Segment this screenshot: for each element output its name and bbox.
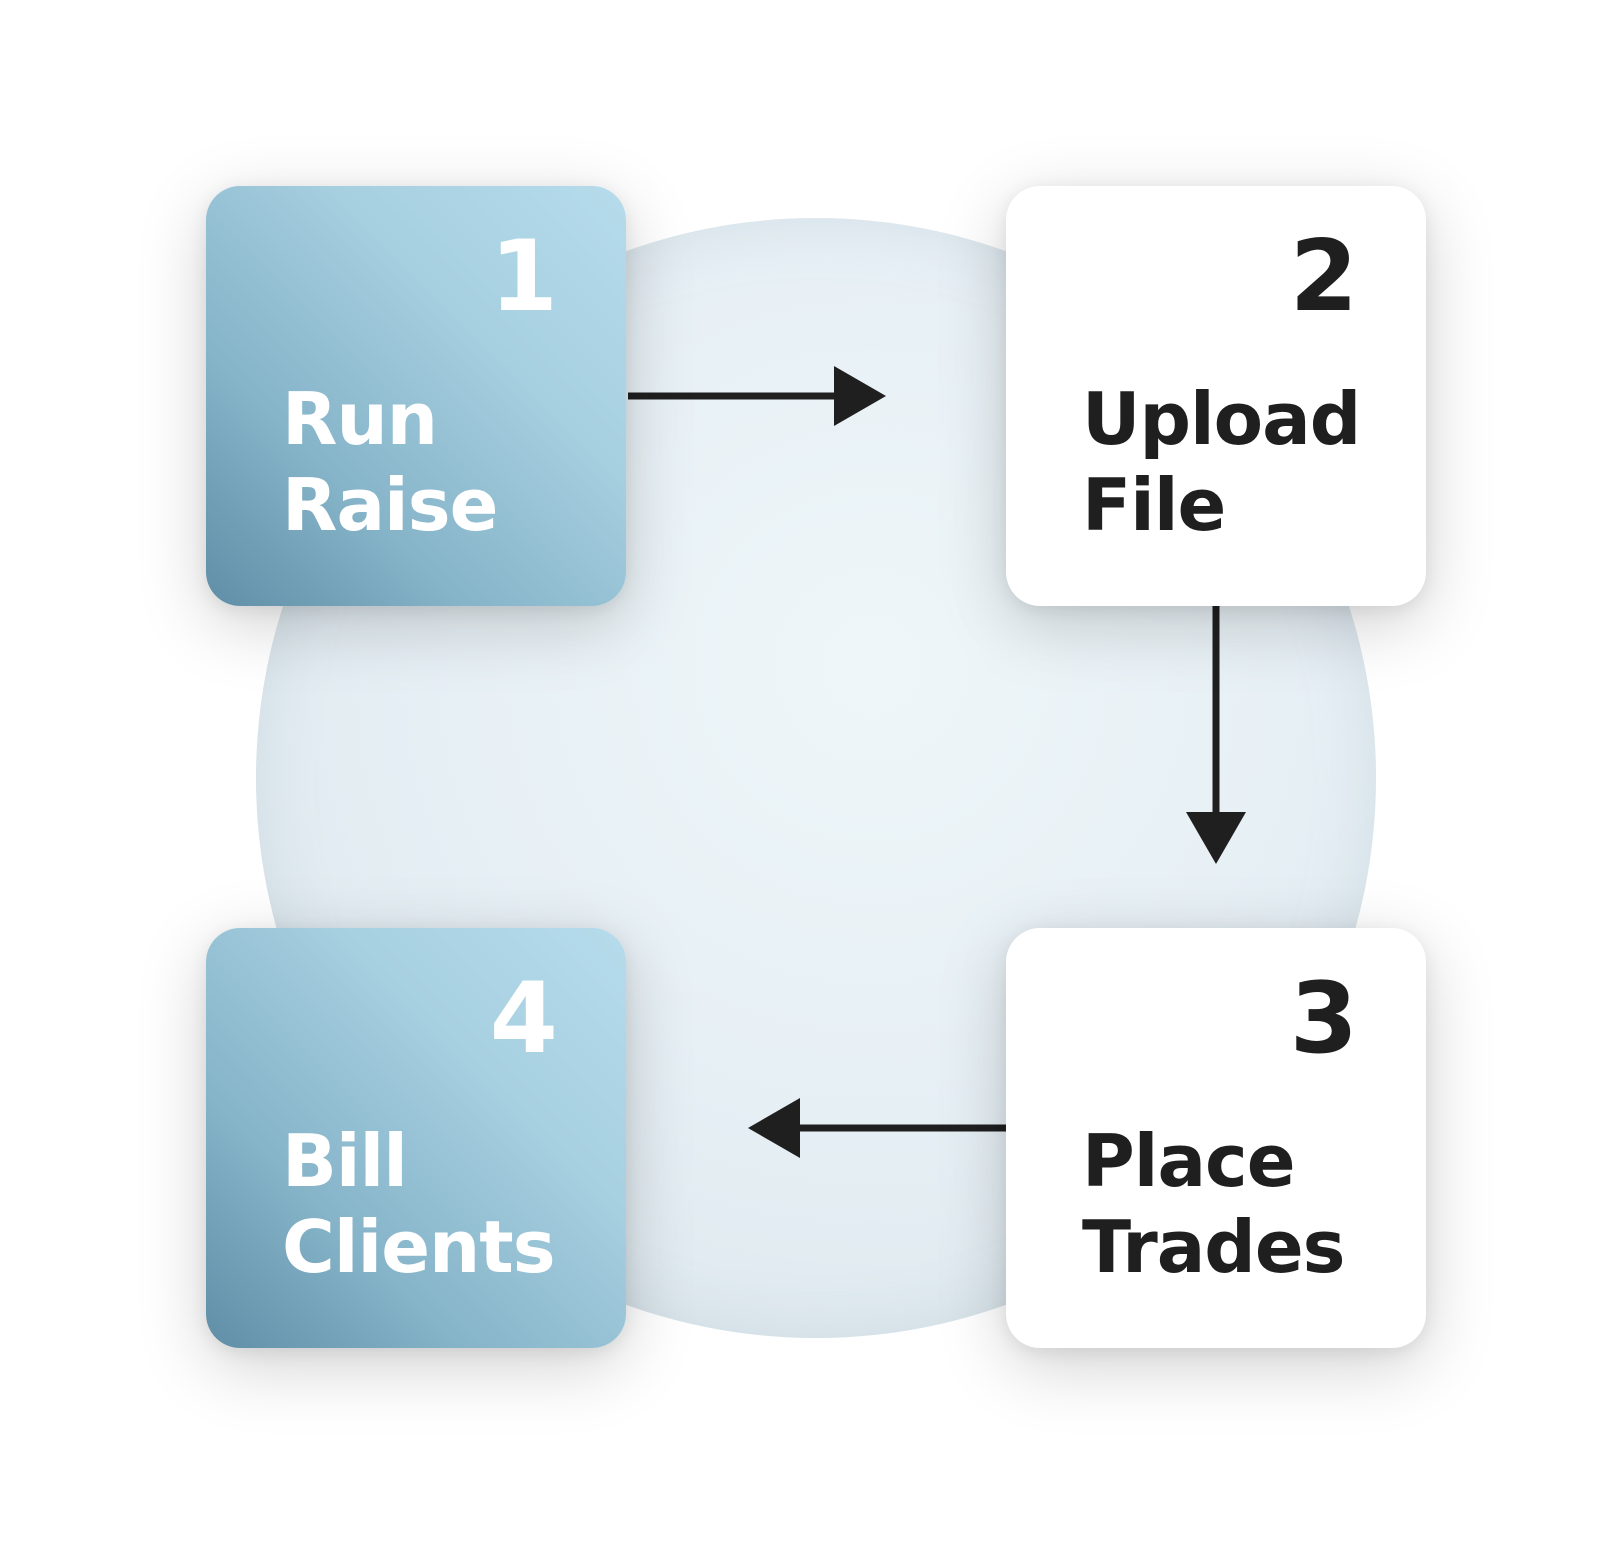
- step-number: 1: [489, 220, 558, 334]
- step-number: 3: [1289, 962, 1358, 1076]
- step-label-line-2: Raise: [282, 463, 498, 547]
- step-label: Bill Clients: [282, 1118, 556, 1290]
- step-label: Place Trades: [1082, 1118, 1346, 1290]
- step-number: 4: [489, 962, 558, 1076]
- step-label-line-1: Upload: [1082, 377, 1361, 461]
- step-card-bill-clients: 4 Bill Clients: [206, 928, 626, 1348]
- step-label-line-1: Run: [282, 377, 438, 461]
- step-label-line-2: Trades: [1082, 1205, 1346, 1289]
- step-label-line-1: Bill: [282, 1119, 408, 1203]
- step-label-line-2: Clients: [282, 1205, 556, 1289]
- step-label: Upload File: [1082, 376, 1361, 548]
- step-label: Run Raise: [282, 376, 498, 548]
- step-card-place-trades: 3 Place Trades: [1006, 928, 1426, 1348]
- step-number: 2: [1289, 220, 1358, 334]
- step-card-run-raise: 1 Run Raise: [206, 186, 626, 606]
- step-label-line-1: Place: [1082, 1119, 1296, 1203]
- step-label-line-2: File: [1082, 463, 1226, 547]
- step-card-upload-file: 2 Upload File: [1006, 186, 1426, 606]
